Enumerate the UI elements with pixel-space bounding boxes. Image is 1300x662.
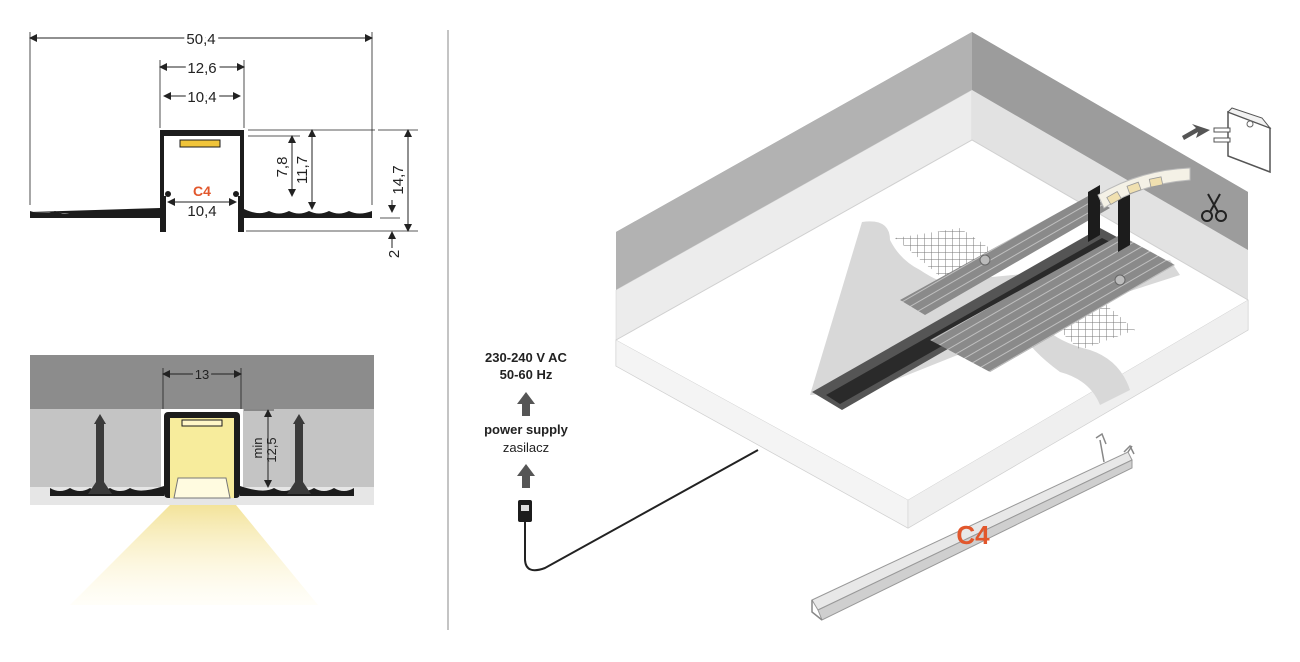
diffuser-cover bbox=[811, 432, 1135, 621]
installation-section-drawing: 13 min 12,5 bbox=[30, 355, 374, 605]
frequency-label: 50-60 Hz bbox=[500, 367, 553, 382]
dim-height-profile: 11,7 bbox=[294, 156, 311, 184]
scissors-icon bbox=[1201, 193, 1227, 222]
dim-width-inner-bottom: 10,4 bbox=[187, 203, 216, 220]
screw-left bbox=[88, 414, 112, 494]
screw-head-1 bbox=[979, 254, 991, 266]
screw-right bbox=[287, 414, 311, 494]
light-beam bbox=[70, 505, 318, 605]
dim-cutout-width: 13 bbox=[195, 367, 209, 382]
power-supply-block: 230-240 V AC 50-60 Hz power supply zasil… bbox=[484, 350, 759, 572]
insert-arrow-icon bbox=[1182, 124, 1210, 140]
led-strip bbox=[179, 139, 221, 148]
power-supply-label-pl: zasilacz bbox=[503, 440, 549, 455]
dim-height-inner: 7,8 bbox=[274, 157, 291, 178]
profile-code-label: C4 bbox=[193, 183, 211, 199]
dim-min-label: min bbox=[250, 438, 265, 459]
dim-width-total: 50,4 bbox=[186, 31, 215, 48]
cross-section-drawing: 50,4 12,6 10,4 C4 10,4 7,8 11,7 14,7 2 bbox=[29, 28, 418, 258]
dim-width-outer: 12,6 bbox=[187, 60, 216, 77]
dim-flange: 2 bbox=[386, 250, 403, 258]
dim-min-depth-value: 12,5 bbox=[264, 437, 279, 462]
profile-code-iso: C4 bbox=[956, 520, 990, 550]
dim-width-inner-top: 10,4 bbox=[187, 89, 216, 106]
voltage-label: 230-240 V AC bbox=[485, 350, 568, 365]
power-supply-label: power supply bbox=[484, 422, 569, 437]
screw-head-2 bbox=[1114, 274, 1126, 286]
arrow-icon-2 bbox=[517, 464, 535, 488]
dim-height-total: 14,7 bbox=[390, 165, 407, 194]
power-cable bbox=[524, 449, 759, 572]
end-cap bbox=[1213, 107, 1272, 174]
arrow-icon bbox=[517, 392, 535, 416]
isometric-installation: C4 bbox=[615, 32, 1272, 621]
